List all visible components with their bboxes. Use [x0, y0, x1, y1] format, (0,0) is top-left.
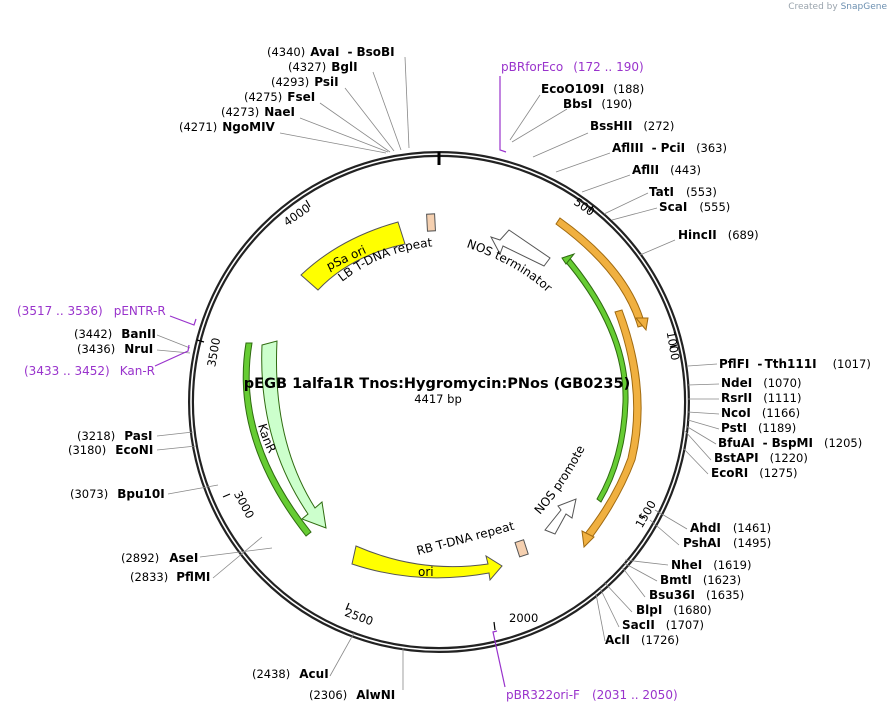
site-1623: BmtI(1623) [660, 573, 741, 587]
site-272: BssHII(272) [590, 119, 674, 133]
primer-Kan-R-marker [154, 344, 190, 367]
primer-markers [154, 76, 507, 688]
feature-nos-promoter [544, 498, 577, 535]
site-3073: (3073)Bpu10I [70, 487, 165, 501]
site-553: TatI(553) [649, 185, 717, 199]
plasmid-title: pEGB 1alfa1R Tnos:Hygromycin:PNos (GB023… [244, 376, 630, 392]
site-4271: (4271)NgoMIV [179, 120, 276, 134]
credit-brand: SnapGene [840, 2, 887, 12]
site-4275: (4275)FseI [244, 90, 315, 104]
position-ticks [196, 199, 678, 631]
feature-rb-repeat [514, 539, 529, 558]
tick-1000: 1000 [664, 330, 683, 361]
feature-ori [351, 545, 503, 582]
site-1070: NdeI(1070) [721, 376, 802, 390]
site-2438: (2438)AcuI [252, 667, 329, 681]
site-689: HincII(689) [678, 228, 759, 242]
site-4273: (4273)NaeI [221, 105, 295, 119]
site-4340: (4340)AvaI-BsoBI [267, 45, 395, 59]
site-190: BbsI(190) [563, 97, 632, 111]
orange-arrowhead-2 [581, 530, 595, 549]
site-1461: AhdI(1461) [690, 521, 771, 535]
site-3218: (3218)PasI [77, 429, 152, 443]
site-1205: BfuAI-BspMI(1205) [718, 436, 862, 450]
tick-2500: 2500 [343, 605, 375, 628]
site-1111: RsrII(1111) [721, 391, 801, 405]
site-1707: SacII(1707) [622, 618, 704, 632]
site-3180: (3180)EcoNI [68, 443, 153, 457]
credit-prefix: Created by [788, 2, 838, 12]
site-188: EcoO109I(188) [541, 82, 644, 96]
site-4327: (4327)BglI [288, 60, 358, 74]
site-1189: PstI(1189) [721, 421, 796, 435]
site-1495: PshAI(1495) [683, 536, 771, 550]
snapgene-credit: Created by SnapGene [788, 2, 887, 12]
site-1680: BlpI(1680) [636, 603, 712, 617]
site-2833: (2833)PflMI [130, 570, 210, 584]
feature-nos-terminator [489, 229, 551, 267]
site-1726: AclI(1726) [605, 633, 679, 647]
primer-pENTR-R-marker [169, 315, 197, 326]
site-2306: (2306)AlwNI [309, 688, 395, 702]
site-2892: (2892)AseI [121, 551, 198, 565]
site-443: AflII(443) [632, 163, 701, 177]
primer-Kan-R: (3433 .. 3452)Kan-R [24, 364, 155, 378]
site-1166: NcoI(1166) [721, 406, 800, 420]
primer-pBRforEco: pBRforEco(172 .. 190) [501, 60, 644, 74]
plasmid-length: 4417 bp [414, 392, 462, 406]
site-connectors [156, 56, 720, 690]
primer-pBR322ori-F: pBR322ori-F(2031 .. 2050) [506, 688, 678, 702]
feature-green-arc [563, 255, 629, 503]
site-1275: EcoRI(1275) [711, 466, 798, 480]
green-arrowhead [561, 252, 576, 265]
primer-pBRforEco-marker [499, 76, 507, 153]
site-363: AflIII-PciI(363) [612, 141, 727, 155]
feature-pSa-ori [300, 221, 406, 291]
feature-kanr [261, 340, 327, 529]
label-ori: ori [418, 565, 434, 579]
label-rb-repeat: RB T-DNA repeat [415, 519, 516, 558]
site-1635: Bsu36I(1635) [649, 588, 744, 602]
primer-pBR322ori-F-marker [492, 630, 506, 688]
feature-green-arc-left [242, 342, 312, 537]
site-555: ScaI(555) [659, 200, 730, 214]
orange-arrowhead-1 [634, 317, 649, 332]
feature-orange-arc-2 [583, 309, 642, 541]
site-1220: BstAPI(1220) [714, 451, 808, 465]
tick-3500: 3500 [204, 337, 223, 368]
site-3442: (3442)BanII [74, 327, 156, 341]
feature-orange-arc-1 [555, 217, 646, 328]
tick-3000: 3000 [231, 488, 257, 520]
site-1017: PflFI-Tth111I(1017) [719, 357, 871, 371]
site-1619: NheI(1619) [671, 558, 751, 572]
primer-pENTR-R: (3517 .. 3536)pENTR-R [17, 304, 166, 318]
site-3436: (3436)NruI [77, 342, 153, 356]
site-4293: (4293)PsiI [271, 75, 339, 89]
feature-lb-repeat [426, 213, 436, 232]
tick-2000: 2000 [509, 611, 538, 625]
